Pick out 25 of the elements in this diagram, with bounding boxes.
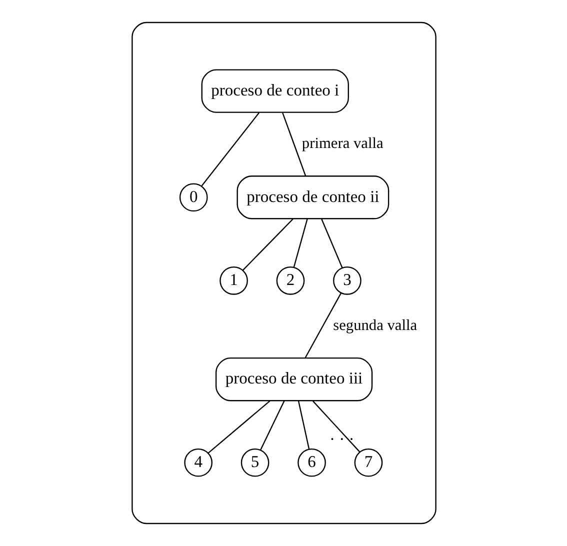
connector [304, 292, 342, 358]
edge-label: segunda valla [332, 317, 417, 334]
connector [200, 112, 259, 186]
node-box: proceso de conteo iii [214, 357, 372, 402]
connector [242, 218, 293, 271]
connector [292, 218, 308, 268]
connector [282, 112, 306, 176]
node-label: · · · [329, 430, 354, 449]
connector [207, 400, 270, 454]
node-circle: 4 [184, 448, 212, 477]
cluster [131, 22, 436, 524]
node-circle: 1 [219, 266, 248, 295]
node-circle: 5 [240, 448, 269, 477]
node-circle: 2 [276, 266, 304, 295]
connector [320, 218, 342, 268]
connector [312, 400, 360, 452]
node-circle: 6 [297, 448, 326, 477]
node-circle: 0 [178, 183, 208, 212]
node-circle: 3 [332, 266, 361, 295]
connector [297, 400, 310, 450]
connector [260, 400, 284, 450]
node-box: proceso de conteo i [200, 69, 348, 113]
edge-label: primera valla [301, 135, 383, 152]
node-circle: 7 [354, 448, 382, 477]
node-box: proceso de conteo ii [236, 176, 389, 220]
